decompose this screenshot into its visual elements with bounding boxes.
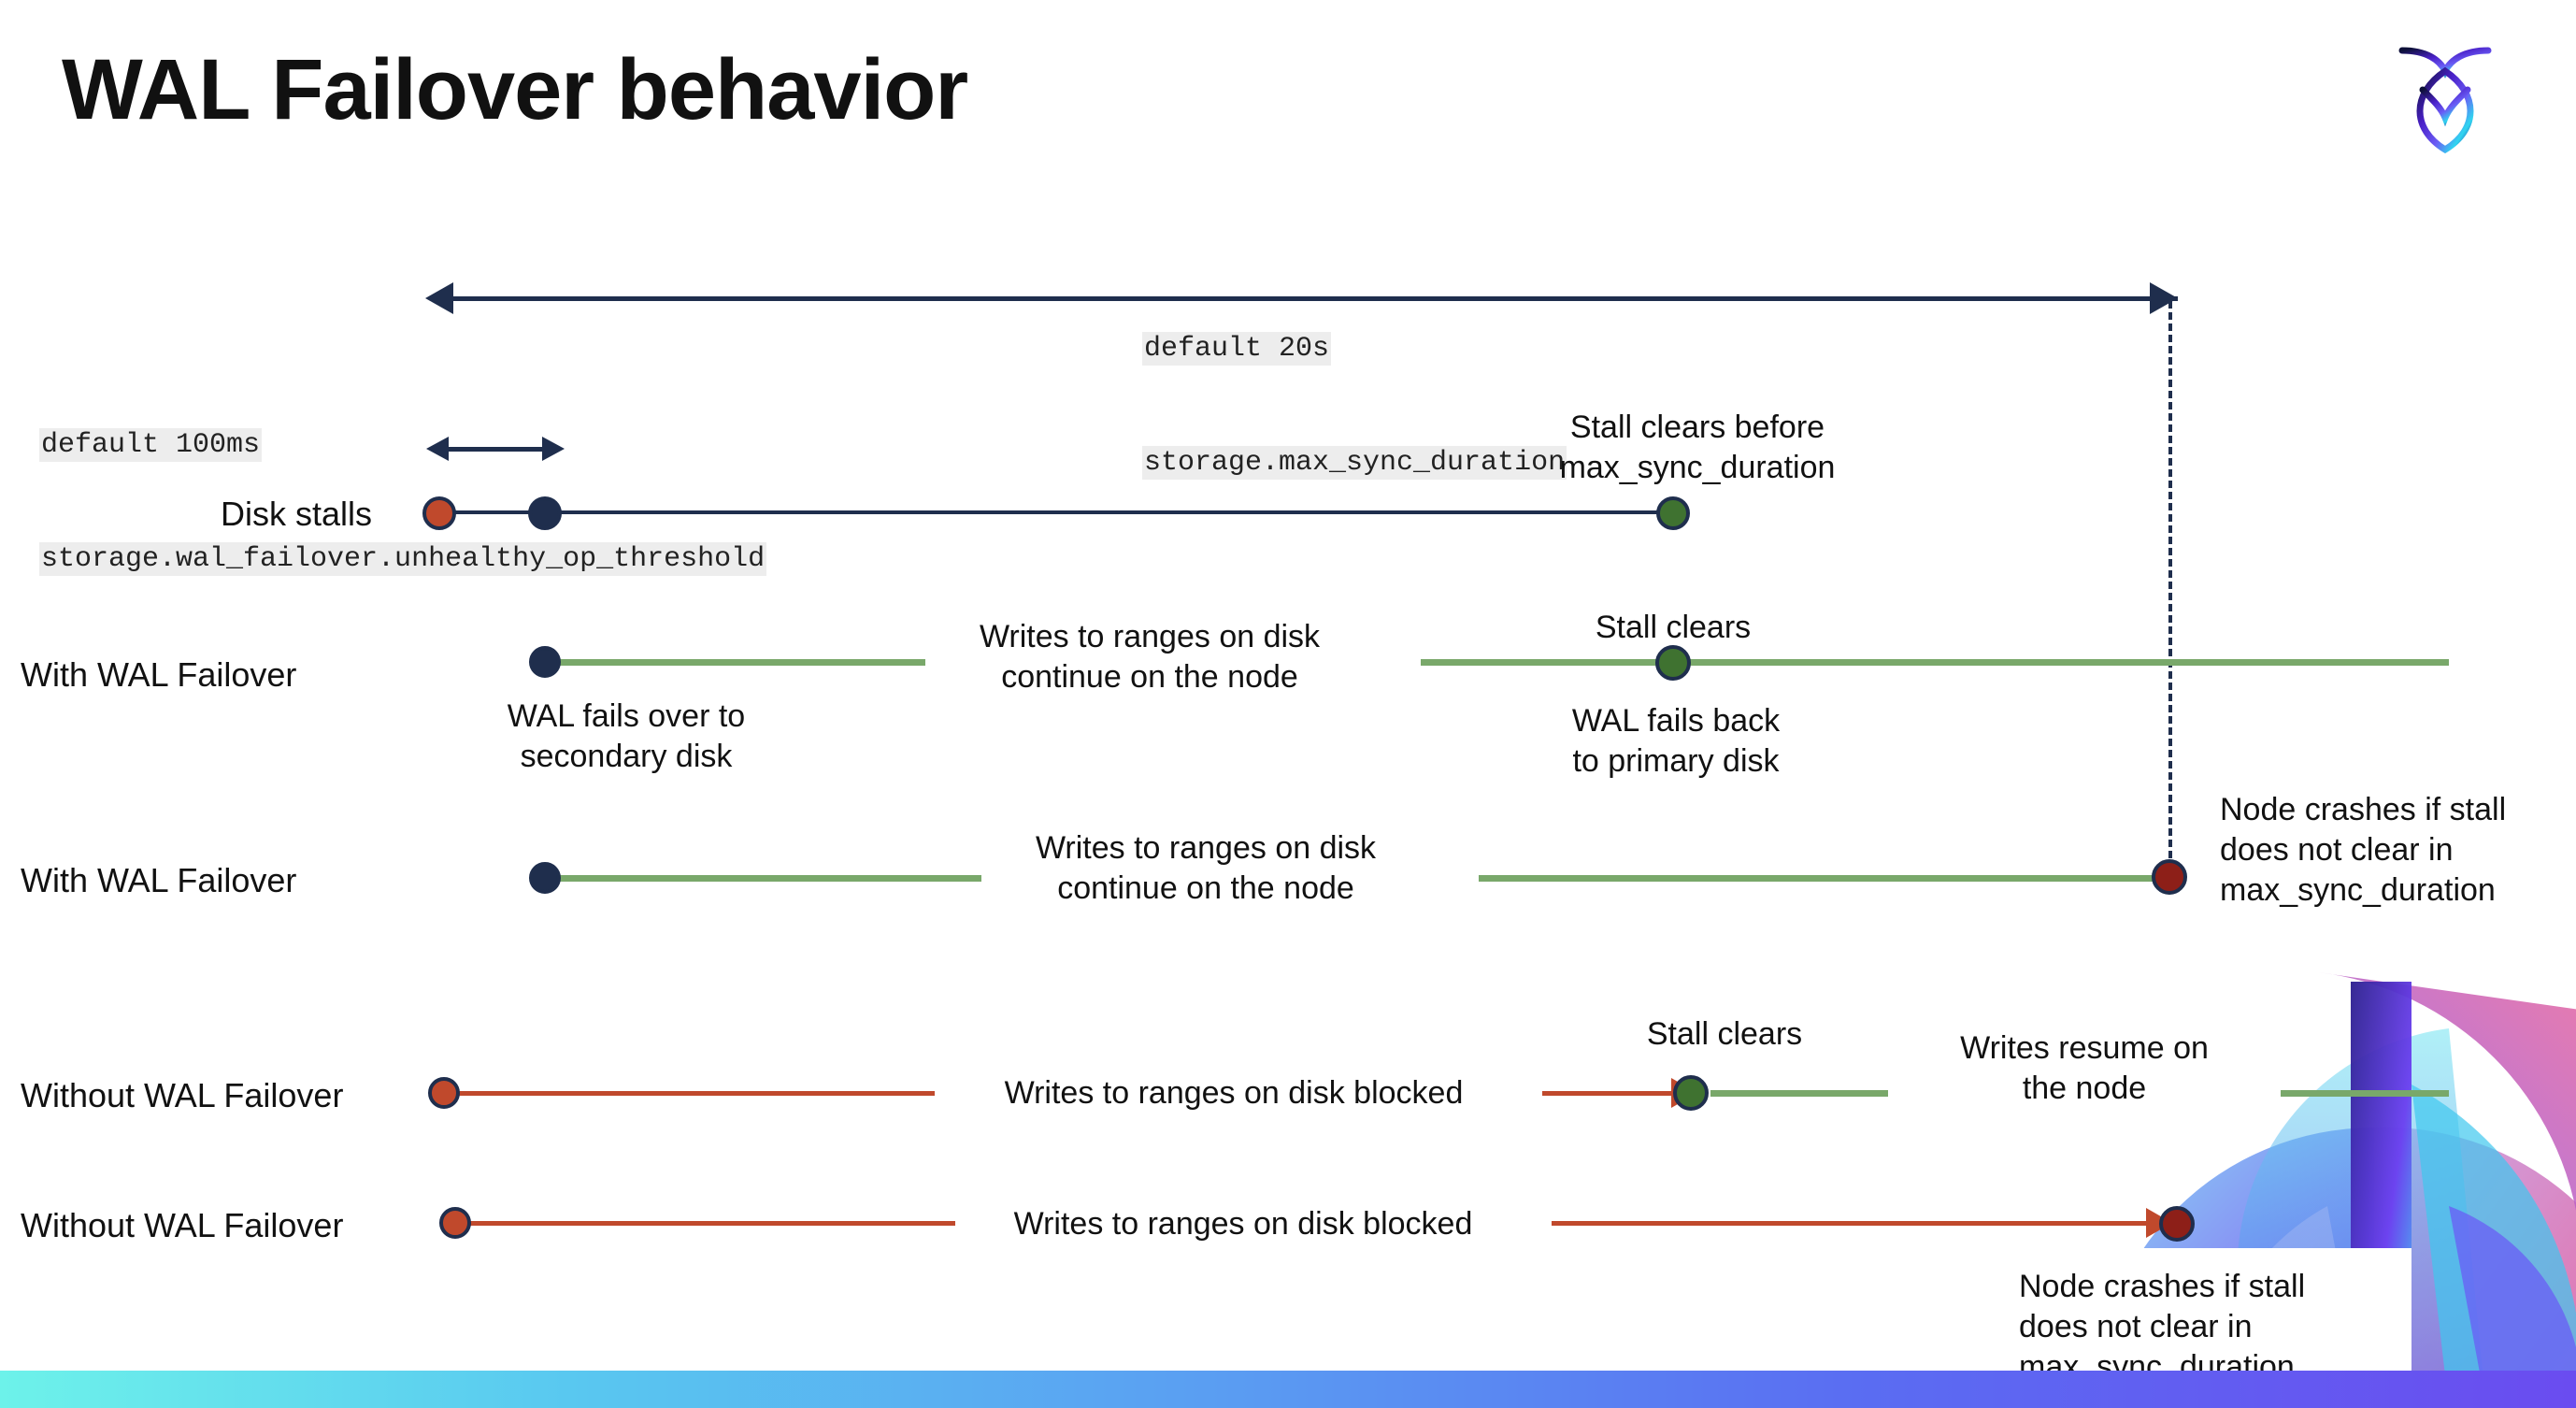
row-label-with-wal-failover-1: With WAL Failover (21, 655, 297, 694)
note-wal-fails-over-to-secondary: WAL fails over to secondary disk (507, 698, 746, 774)
without-wal-2-start-dot (439, 1207, 471, 1239)
disk-stall-clears-dot (1656, 496, 1690, 530)
without-wal-2-crash-dot (2159, 1206, 2195, 1242)
row-label-with-wal-failover-2: With WAL Failover (21, 861, 297, 899)
without-wal-1-line-left (449, 1091, 935, 1096)
note-stall-clears-1: Stall clears (1595, 610, 1752, 645)
cockroachdb-logo-icon (2389, 32, 2501, 154)
disk-stall-start-dot (422, 496, 456, 530)
max-sync-duration-annotation: default 20s storage.max_sync_duration (1142, 254, 1567, 557)
max-sync-setting-label: storage.max_sync_duration (1142, 445, 1567, 480)
note-writes-continue-1: Writes to ranges on disk continue on the… (979, 619, 1321, 695)
without-wal-2-arrow-shaft (1552, 1221, 2150, 1226)
row-label-without-wal-failover-1: Without WAL Failover (21, 1076, 344, 1114)
unhealthy-default-label: default 100ms (39, 428, 263, 462)
note-node-crashes-2: Node crashes if stall does not clear in … (2019, 1269, 2306, 1385)
wal-failover-1-start-dot (529, 646, 561, 678)
unhealthy-arrow-right-icon (542, 437, 565, 461)
note-writes-blocked-1: Writes to ranges on disk blocked (1004, 1075, 1464, 1111)
max-sync-duration-span-line (439, 296, 2178, 301)
row-label-disk-stalls: Disk stalls (221, 495, 373, 533)
max-sync-arrow-right-icon (2150, 282, 2178, 314)
without-wal-1-stall-clears-dot (1673, 1075, 1709, 1111)
note-wal-fails-back-to-primary: WAL fails back to primary disk (1571, 703, 1781, 779)
max-sync-arrow-left-icon (425, 282, 453, 314)
without-wal-2-line-left (460, 1221, 955, 1226)
note-writes-blocked-2: Writes to ranges on disk blocked (1013, 1206, 1473, 1242)
wal-failover-2-start-dot (529, 862, 561, 894)
note-node-crashes-1: Node crashes if stall does not clear in … (2220, 792, 2507, 908)
unhealthy-threshold-span-line (439, 447, 551, 452)
unhealthy-setting-label: storage.wal_failover.unhealthy_op_thresh… (39, 541, 767, 576)
wal-failover-1-stall-clears-dot (1655, 645, 1691, 681)
unhealthy-arrow-left-icon (426, 437, 449, 461)
bottom-gradient-bar (0, 1371, 2576, 1408)
disk-stalls-timeline (439, 510, 1682, 514)
wal-failover-2-line-left (542, 875, 981, 882)
without-wal-1-arrow-shaft (1542, 1091, 1673, 1096)
note-writes-resume: Writes resume on the node (1960, 1030, 2209, 1106)
without-wal-1-line-right (1710, 1090, 1888, 1097)
note-stall-clears-before-max-sync: Stall clears before max_sync_duration (1559, 409, 1836, 485)
without-wal-1-line-resume (2281, 1090, 2449, 1097)
wal-failover-1-line-right (1421, 659, 2449, 666)
max-sync-dashed-guide (2168, 301, 2172, 881)
page-title: WAL Failover behavior (62, 42, 968, 137)
disk-stall-failover-dot (528, 496, 562, 530)
note-writes-continue-2: Writes to ranges on disk continue on the… (1035, 830, 1377, 906)
note-stall-clears-2: Stall clears (1646, 1016, 1803, 1052)
max-sync-default-label: default 20s (1142, 332, 1332, 366)
wal-failover-2-line-right (1479, 875, 2170, 882)
row-label-without-wal-failover-2: Without WAL Failover (21, 1206, 344, 1244)
wal-failover-1-line-left (542, 659, 925, 666)
without-wal-1-start-dot (428, 1077, 460, 1109)
wal-failover-2-crash-dot (2152, 859, 2187, 895)
unhealthy-op-threshold-annotation: default 100ms storage.wal_failover.unhea… (39, 351, 767, 654)
